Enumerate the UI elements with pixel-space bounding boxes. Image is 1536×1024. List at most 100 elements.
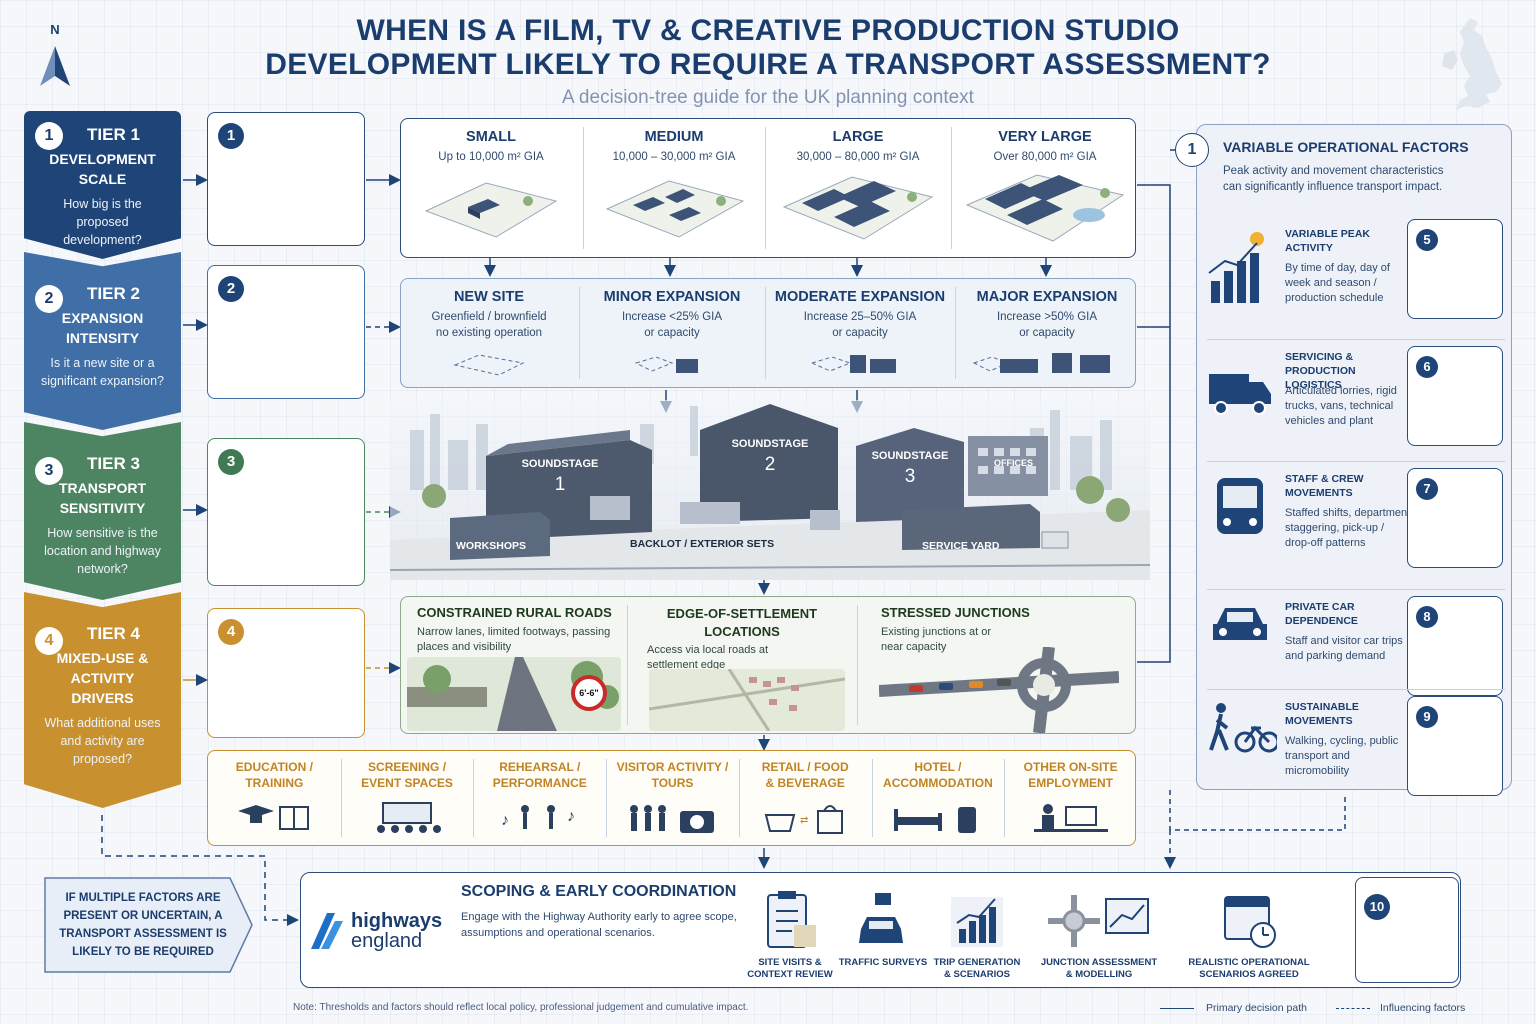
tier-4-subtitle: MIXED-USE & ACTIVITY DRIVERS — [56, 650, 149, 706]
edge-settlement-desc: Access via local roads at settlement edg… — [647, 644, 769, 671]
factor-desc: Walking, cycling, public transport and m… — [1285, 735, 1399, 777]
soundstage-3-number: 3 — [904, 466, 916, 487]
expansion-new-site[interactable]: NEW SITE Greenfield / brownfield no exis… — [401, 279, 577, 387]
scoping-step-label-2: & SCENARIOS — [944, 969, 1010, 980]
bar-chart-sun-icon — [1207, 225, 1273, 310]
moderate-expansion-icon — [810, 355, 896, 373]
tier-4-name: TIER 4 — [87, 624, 140, 643]
truck-icon — [1207, 364, 1273, 429]
activity-title-line2: EVENT SPACES — [361, 776, 453, 790]
factor-answer-box[interactable]: 6 — [1407, 346, 1503, 446]
assessment-callout: IF MULTIPLE FACTORS ARE PRESENT OR UNCER… — [44, 877, 254, 973]
activity-title-line1: RETAIL / FOOD — [761, 760, 849, 774]
scale-medium-desc: 10,000 – 30,000 m² GIA — [612, 151, 736, 163]
activity-title-line1: VISITOR ACTIVITY / — [616, 760, 729, 774]
expansion-moderate[interactable]: MODERATE EXPANSION Increase 25–50% GIA o… — [767, 279, 953, 387]
uk-map-icon — [1442, 18, 1502, 110]
scale-large[interactable]: LARGE 30,000 – 80,000 m² GIA — [767, 119, 949, 257]
activity-title-line1: HOTEL / — [914, 760, 962, 774]
activity-title-line1: OTHER ON-SITE — [1023, 760, 1118, 774]
visitor-tours-icon — [606, 801, 739, 840]
tier-1-question: How big is the proposed development? — [63, 197, 142, 247]
hotel-icon — [872, 801, 1005, 840]
scale-very-large[interactable]: VERY LARGE Over 80,000 m² GIA — [953, 119, 1137, 257]
scoping-step-label-1: JUNCTION ASSESSMENT — [1040, 957, 1158, 968]
sensitivity-rural-roads[interactable]: CONSTRAINED RURAL ROADS Narrow lanes, li… — [401, 597, 625, 733]
factor-title: VARIABLE PEAK ACTIVITY — [1285, 228, 1370, 254]
tier-4-answer-box[interactable]: 4 — [207, 608, 365, 738]
right-panel-title: VARIABLE OPERATIONAL FACTORS — [1223, 139, 1469, 155]
minor-expansion-icon — [634, 356, 698, 373]
scale-medium[interactable]: MEDIUM 10,000 – 30,000 m² GIA — [585, 119, 763, 257]
activity-retail-food[interactable]: RETAIL / FOOD & BEVERAGE ⇄ — [739, 751, 872, 845]
sensitivity-stressed-junctions[interactable]: STRESSED JUNCTIONS Existing junctions at… — [859, 597, 1137, 733]
activity-divider — [871, 759, 873, 837]
traffic-camera-icon — [836, 889, 930, 953]
soundstage-3-name: SOUNDSTAGE — [871, 450, 949, 462]
tier-2-answer-box[interactable]: 2 — [207, 265, 365, 399]
tier-4-question: What additional uses and activity are pr… — [44, 716, 161, 766]
expansion-minor[interactable]: MINOR EXPANSION Increase <25% GIA or cap… — [581, 279, 763, 387]
scoping-step-4[interactable]: JUNCTION ASSESSMENT& MODELLING — [1029, 873, 1169, 981]
activity-screening[interactable]: SCREENING /EVENT SPACES — [341, 751, 474, 845]
expansion-new-desc2: no existing operation — [435, 327, 543, 339]
expansion-moderate-desc1: Increase 25–50% GIA — [803, 311, 917, 323]
scoping-step-2[interactable]: TRAFFIC SURVEYS — [836, 873, 930, 969]
compass: N — [30, 22, 80, 92]
calendar-clock-icon — [1179, 889, 1319, 953]
scoping-step-label-1: SITE VISITS & — [758, 957, 822, 968]
tier-3-subtitle: TRANSPORT SENSITIVITY — [58, 480, 147, 516]
retail-food-icon: ⇄ — [739, 801, 872, 840]
tier-1-banner: 1 TIER 1 DEVELOPMENT SCALE How big is th… — [24, 111, 181, 259]
edge-settlement-title: EDGE-OF-SETTLEMENT LOCATIONS — [666, 606, 818, 639]
factor-number: 8 — [1416, 606, 1438, 628]
scoping-step-1[interactable]: SITE VISITS &CONTEXT REVIEW — [746, 873, 834, 981]
activity-visitor-tours[interactable]: VISITOR ACTIVITY / TOURS — [606, 751, 739, 845]
activity-title-line2: & BEVERAGE — [765, 776, 845, 790]
logo-word-2: england — [351, 930, 423, 952]
factor-number: 7 — [1416, 478, 1438, 500]
scoping-answer-box[interactable]: 10 — [1355, 877, 1459, 983]
step-4-number: 4 — [218, 619, 244, 645]
large-site-icon — [782, 176, 934, 240]
svg-text:⇄: ⇄ — [800, 815, 808, 826]
factor-answer-box[interactable]: 8 — [1407, 596, 1503, 696]
activity-education[interactable]: EDUCATION /TRAINING — [208, 751, 341, 845]
activity-divider — [606, 759, 608, 837]
scoping-step-label-2: SCENARIOS AGREED — [1199, 969, 1299, 980]
page-title: WHEN IS A FILM, TV & CREATIVE PRODUCTION… — [265, 14, 1271, 81]
factor-answer-box[interactable]: 5 — [1407, 219, 1503, 319]
expansion-major[interactable]: MAJOR EXPANSION Increase >50% GIA or cap… — [957, 279, 1137, 387]
tier-3-number: 3 — [35, 457, 63, 485]
sensitivity-edge-of-settlement[interactable]: EDGE-OF-SETTLEMENT LOCATIONS Access via … — [629, 597, 855, 733]
activity-title-line2: TOURS — [651, 776, 694, 790]
right-panel-number: 1 — [1175, 133, 1209, 167]
tier-2-name: TIER 2 — [87, 284, 140, 303]
tier-1-answer-box[interactable]: 1 — [207, 112, 365, 246]
studio-illustration-graphic — [389, 400, 1151, 580]
scale-large-desc: 30,000 – 80,000 m² GIA — [796, 151, 920, 163]
factor-answer-box[interactable]: 7 — [1407, 468, 1503, 568]
tier-3-question: How sensitive is the location and highwa… — [44, 526, 161, 576]
activity-hotel[interactable]: HOTEL /ACCOMMODATION — [872, 751, 1005, 845]
activity-performance[interactable]: REHEARSAL /PERFORMANCE♪♪ — [473, 751, 606, 845]
major-expansion-icon — [972, 353, 1110, 373]
expansion-new-desc1: Greenfield / brownfield — [431, 311, 547, 323]
tier-2-question: Is it a new site or a significant expans… — [41, 356, 164, 388]
small-site-icon — [424, 182, 558, 238]
scoping-title: SCOPING & EARLY COORDINATION — [461, 883, 737, 900]
employment-icon — [1004, 801, 1137, 840]
step-1-number: 1 — [218, 123, 244, 149]
factor-answer-box[interactable]: 9 — [1407, 696, 1503, 796]
junction-model-icon — [1029, 889, 1169, 953]
tier-3-answer-box[interactable]: 3 — [207, 438, 365, 586]
performance-icon: ♪♪ — [473, 801, 606, 840]
scale-small[interactable]: SMALL Up to 10,000 m² GIA — [401, 119, 581, 257]
scoping-step-3[interactable]: TRIP GENERATION& SCENARIOS — [931, 873, 1023, 981]
expansion-major-desc2: or capacity — [1019, 327, 1075, 339]
